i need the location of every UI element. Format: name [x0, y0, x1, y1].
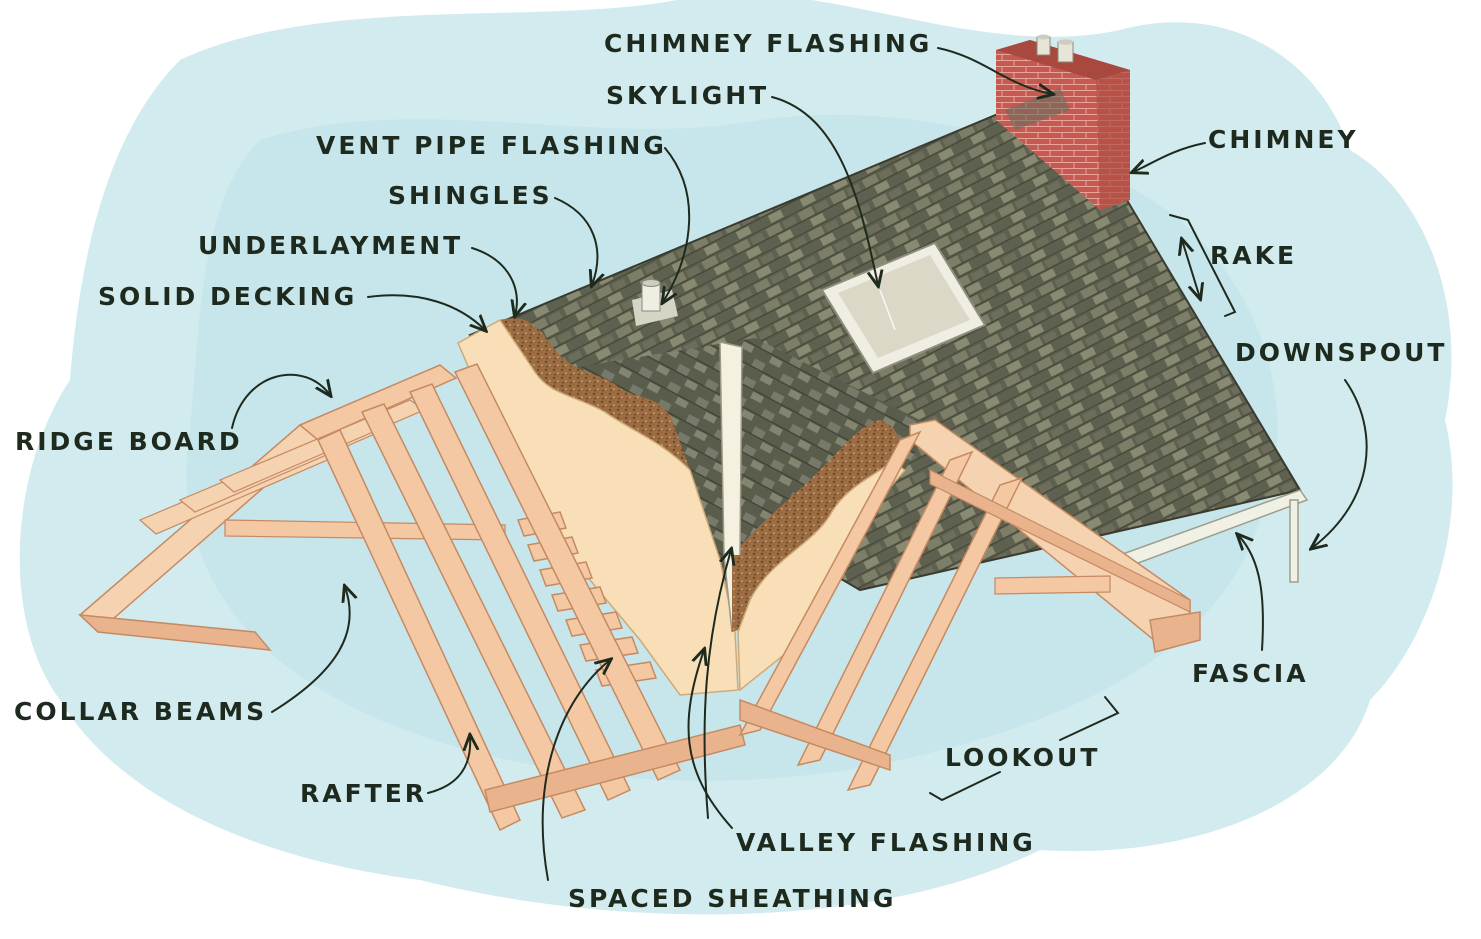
arrow-underlayment	[471, 247, 517, 315]
arrow-ridge-board	[231, 373, 330, 429]
arrow-vent-pipe-flashing	[663, 147, 691, 302]
label-collar-beams: COLLAR BEAMS	[14, 697, 268, 726]
lookout-bracket-top	[1059, 696, 1120, 741]
label-chimney-flashing: CHIMNEY FLASHING	[604, 29, 933, 58]
label-shingles: SHINGLES	[388, 181, 553, 210]
arrow-downspout	[1312, 379, 1368, 548]
label-rafter: RAFTER	[300, 779, 428, 808]
label-rake: RAKE	[1210, 241, 1298, 270]
lookout-bracket-bottom	[929, 771, 1001, 802]
label-lookout: LOOKOUT	[945, 743, 1101, 772]
rake-bracket	[1169, 214, 1237, 317]
arrow-solid-decking	[367, 294, 485, 330]
arrow-spaced-sheathing	[541, 660, 610, 881]
underlayment-layer	[500, 318, 900, 630]
label-spaced-sheathing: SPACED SHEATHING	[568, 884, 897, 913]
label-solid-decking: SOLID DECKING	[98, 282, 358, 311]
label-downspout: DOWNSPOUT	[1235, 338, 1448, 367]
label-chimney: CHIMNEY	[1208, 125, 1359, 154]
arrow-rake	[1182, 240, 1200, 298]
downspout-pipe	[1289, 499, 1299, 583]
arrow-rafter	[427, 736, 470, 794]
fascia-board	[929, 469, 1191, 613]
lookout-board	[994, 575, 1111, 595]
arrow-valley-flashing	[687, 650, 733, 829]
label-skylight: SKYLIGHT	[606, 81, 770, 110]
label-ridge-board: RIDGE BOARD	[15, 427, 243, 456]
chimney-block	[996, 34, 1130, 210]
arrow-valley-flashing-2	[703, 550, 731, 819]
arrow-skylight	[771, 96, 878, 285]
label-underlayment: UNDERLAYMENT	[198, 231, 464, 260]
label-valley-flashing: VALLEY FLASHING	[736, 828, 1036, 857]
label-fascia: FASCIA	[1192, 659, 1309, 688]
left-rafter-frame	[77, 363, 746, 832]
arrow-shingles	[554, 197, 597, 285]
label-vent-pipe-flashing: VENT PIPE FLASHING	[316, 131, 667, 160]
arrow-chimney	[1133, 142, 1206, 172]
arrow-chimney-flashing	[937, 47, 1052, 94]
leader-arrows	[231, 47, 1368, 881]
arrow-collar-beams	[271, 587, 350, 713]
right-rafter-frame	[738, 419, 1201, 792]
arrow-fascia	[1238, 535, 1264, 651]
